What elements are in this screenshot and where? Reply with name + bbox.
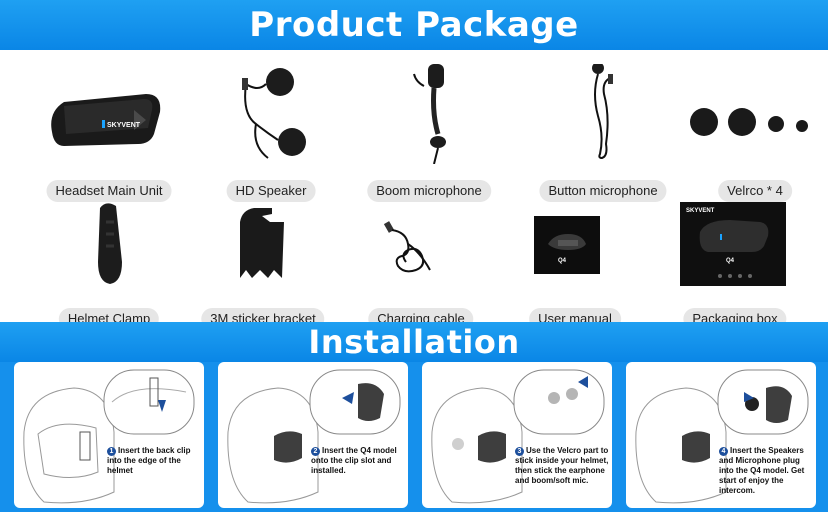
product-label: Button microphone <box>539 180 667 202</box>
helmet-diagram-icon <box>431 369 605 504</box>
product-item: 3M sticker bracket <box>188 192 338 330</box>
svg-text:Q4: Q4 <box>558 258 567 264</box>
helmet-diagram-icon <box>23 369 195 504</box>
installation-banner: Installation <box>0 322 828 362</box>
product-item: Helmet Clamp <box>34 192 184 330</box>
step-description: Insert the Speakers and Microphone plug … <box>719 446 805 495</box>
product-item: Velrco * 4 <box>680 64 828 202</box>
product-label: Velrco * 4 <box>718 180 792 202</box>
headset-main-unit-icon: SKYVENT <box>34 64 184 164</box>
user-manual-icon: Q4 <box>500 192 650 292</box>
svg-text:Q4: Q4 <box>726 258 735 264</box>
product-item: Button microphone <box>528 64 678 202</box>
packaging-box-icon: SKYVENT Q4 <box>660 192 810 292</box>
product-package-banner: Product Package <box>0 0 828 50</box>
svg-text:SKYVENT: SKYVENT <box>686 208 715 214</box>
product-label: Headset Main Unit <box>46 180 172 202</box>
step-number: 2 <box>311 447 320 456</box>
charging-cable-icon <box>346 192 496 292</box>
step-description: Insert the Q4 model onto the clip slot a… <box>311 446 397 475</box>
product-item: Boom microphone <box>354 64 504 202</box>
step-number: 4 <box>719 447 728 456</box>
product-label: Boom microphone <box>367 180 491 202</box>
step-description: Insert the back clip into the edge of th… <box>107 446 191 475</box>
product-item: Charging cable <box>346 192 496 330</box>
product-item: HD Speaker <box>196 64 346 202</box>
sticker-bracket-icon <box>188 192 338 292</box>
product-label: HD Speaker <box>226 180 316 202</box>
boom-microphone-icon <box>354 64 504 164</box>
helmet-diagram-icon <box>227 369 401 504</box>
product-item: Q4 User manual <box>500 192 650 330</box>
velcro-icon <box>680 64 828 164</box>
hd-speaker-icon <box>196 64 346 164</box>
step-number: 3 <box>515 447 524 456</box>
product-package-title: Product Package <box>249 5 579 45</box>
svg-text:SKYVENT: SKYVENT <box>107 122 141 129</box>
step-number: 1 <box>107 447 116 456</box>
installation-title: Installation <box>308 323 520 361</box>
helmet-clamp-icon <box>34 192 184 292</box>
product-item: SKYVENT Headset Main Unit <box>34 64 184 202</box>
button-microphone-icon <box>528 64 678 164</box>
product-grid: SKYVENT Headset Main Unit HD Speaker <box>0 50 828 330</box>
helmet-diagram-icon <box>635 369 809 504</box>
product-item: SKYVENT Q4 Packaging box <box>660 192 810 330</box>
step-description: Use the Velcro part to stick inside your… <box>515 446 609 485</box>
